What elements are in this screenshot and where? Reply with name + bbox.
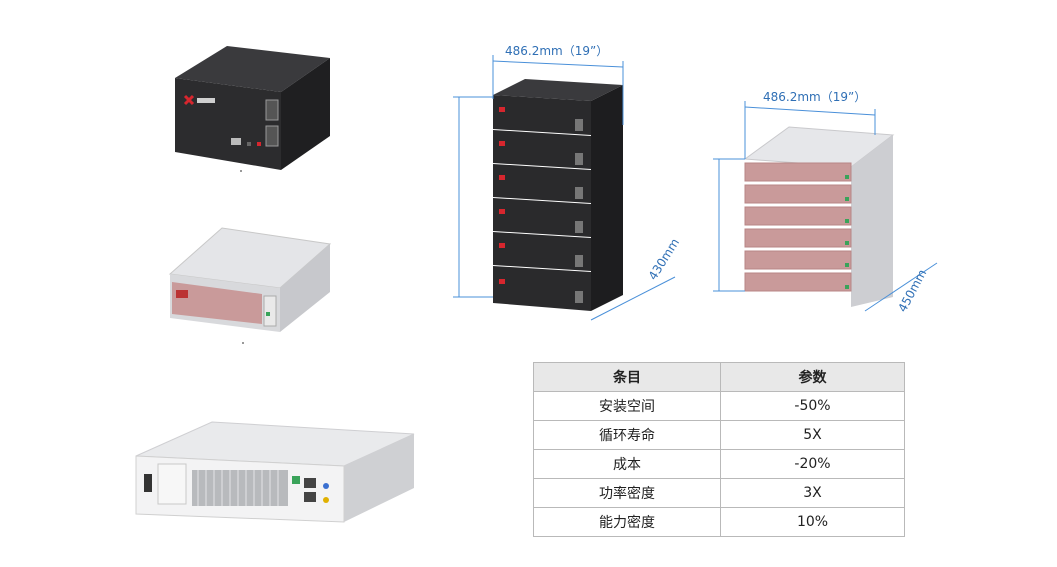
row-item: 成本 <box>533 449 721 479</box>
row-item: 功率密度 <box>533 478 721 508</box>
table-row: 循环寿命 5X <box>533 420 905 450</box>
row-value: -20% <box>720 449 905 479</box>
black-stack-modules <box>493 79 623 311</box>
black-stack-dimension-drawing: 486.2mm（19”） 430mm <box>453 44 682 321</box>
white-stack-depth-label: 450mm <box>895 267 929 314</box>
table-row: 能力密度 10% <box>533 507 905 537</box>
column-header-value: 参数 <box>720 362 905 392</box>
black-stack-depth-label: 430mm <box>646 236 682 283</box>
caption-dot <box>240 170 242 172</box>
column-header-item: 条目 <box>533 362 721 392</box>
white-stack-dimension-drawing: 486.2mm（19”） 450mm <box>713 90 938 314</box>
brand-logo-icon <box>183 94 215 106</box>
white-stack-modules <box>743 126 895 307</box>
row-item: 安装空间 <box>533 391 721 421</box>
spec-table: 条目 参数 安装空间 -50% 循环寿命 5X 成本 -20% 功率密度 3X … <box>533 362 905 537</box>
row-value: 10% <box>720 507 905 537</box>
white-stack-width-label: 486.2mm（19”） <box>763 90 866 104</box>
black-stack-width-label: 486.2mm（19”） <box>505 44 608 58</box>
table-row: 成本 -20% <box>533 449 905 479</box>
table-header-row: 条目 参数 <box>533 362 905 392</box>
row-value: 5X <box>720 420 905 450</box>
row-item: 能力密度 <box>533 507 721 537</box>
rack-power-unit-image <box>135 421 415 523</box>
row-value: 3X <box>720 478 905 508</box>
row-item: 循环寿命 <box>533 420 721 450</box>
table-row: 功率密度 3X <box>533 478 905 508</box>
row-value: -50% <box>720 391 905 421</box>
black-battery-module-image <box>175 46 330 170</box>
white-battery-module-image <box>168 227 332 332</box>
caption-dot <box>242 342 244 344</box>
table-row: 安装空间 -50% <box>533 391 905 421</box>
